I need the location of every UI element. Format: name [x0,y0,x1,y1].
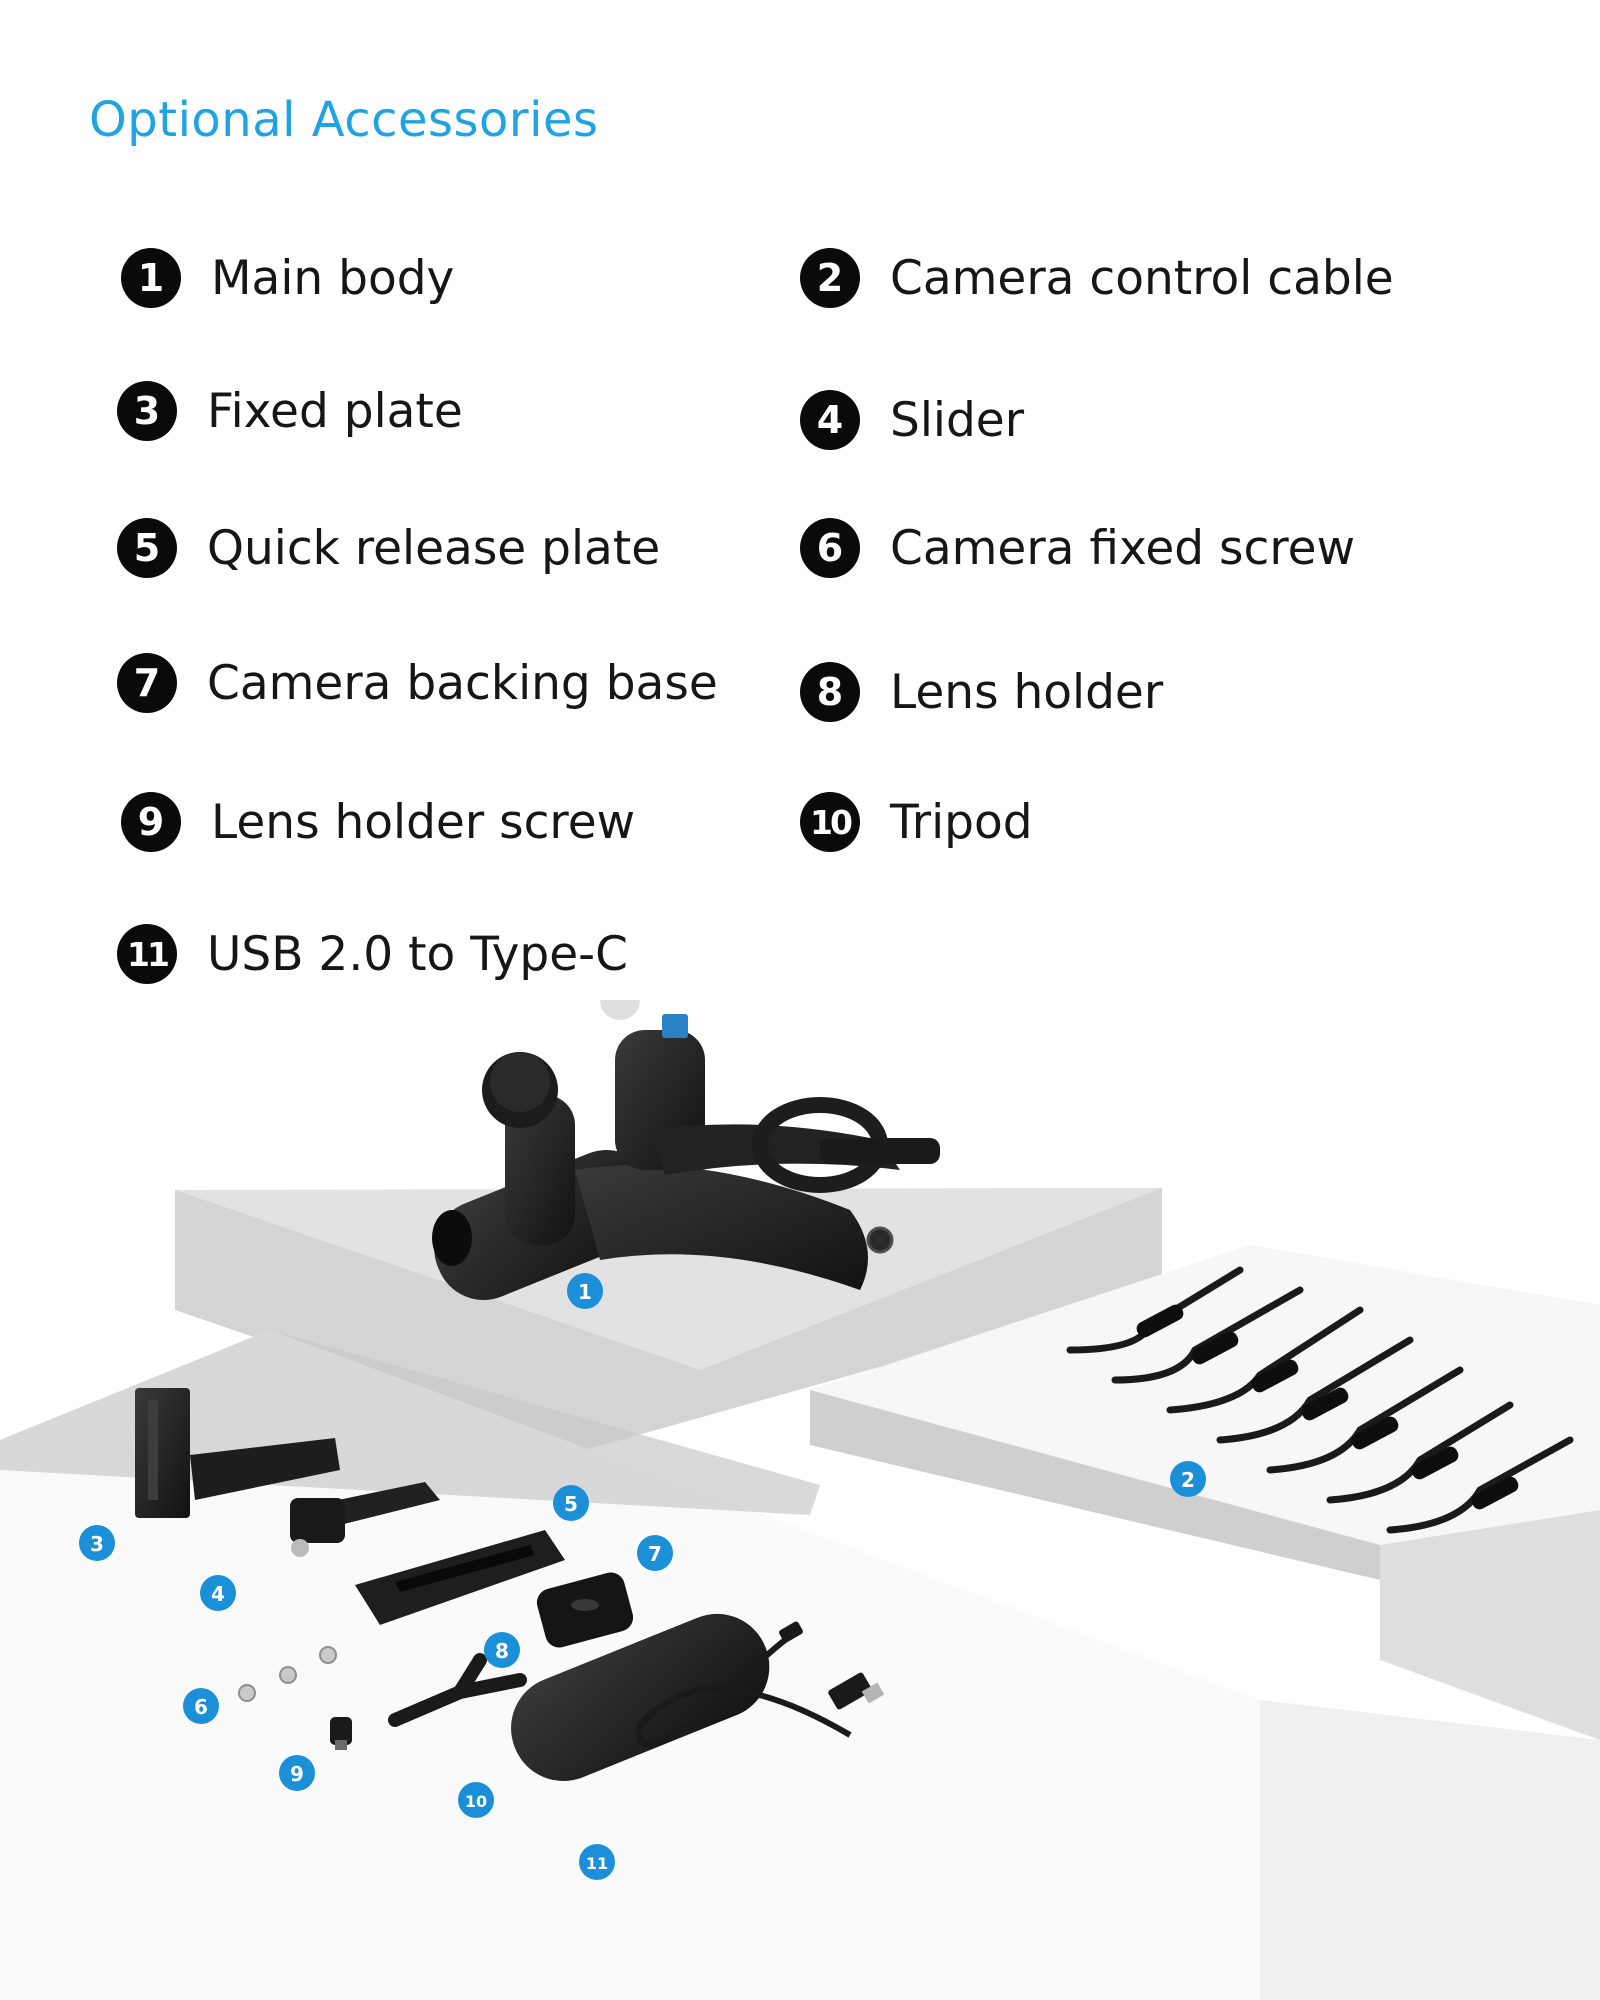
fixed-plate [135,1388,340,1518]
number-badge: 11 [117,924,177,984]
callout-10: 10 [458,1782,494,1818]
number-badge: 5 [117,518,177,578]
callout-labels: 1 2 3 4 5 6 7 8 9 10 11 [79,1273,1206,1880]
camera-fixed-screws [238,1646,337,1702]
number-badge: 1 [121,248,181,308]
svg-text:10: 10 [465,1792,487,1811]
product-scene-illustration: 1 2 3 4 5 6 7 8 9 10 11 [0,1000,1600,2000]
callout-1: 1 [567,1273,603,1309]
svg-text:7: 7 [648,1542,662,1566]
legend-label: Tripod [890,794,1033,850]
usb-cable [636,1621,885,1748]
number-badge: 7 [117,653,177,713]
slider [290,1482,440,1557]
svg-text:11: 11 [586,1854,608,1873]
legend-label: Camera control cable [890,250,1394,306]
callout-6: 6 [183,1688,219,1724]
callout-8: 8 [484,1632,520,1668]
legend-item-lens-holder: 8 Lens holder [800,662,1163,722]
legend-label: USB 2.0 to Type-C [207,926,628,982]
legend-item-camera-fixed-screw: 6 Camera fixed screw [800,518,1355,578]
page-title: Optional Accessories [89,92,599,148]
number-badge: 6 [800,518,860,578]
legend-item-camera-backing-base: 7 Camera backing base [117,653,718,713]
callout-11: 11 [579,1844,615,1880]
camera-backing-base [536,1572,634,1648]
svg-text:1: 1 [578,1280,592,1304]
lens-holder [388,1653,527,1727]
callout-3: 3 [79,1525,115,1561]
callout-4: 4 [200,1575,236,1611]
callout-9: 9 [279,1755,315,1791]
tripod [511,1613,770,1782]
svg-text:2: 2 [1181,1468,1195,1492]
legend-item-usb-cable: 11 USB 2.0 to Type-C [117,924,628,984]
legend-item-lens-holder-screw: 9 Lens holder screw [121,792,635,852]
callout-2: 2 [1170,1461,1206,1497]
number-badge: 9 [121,792,181,852]
svg-text:6: 6 [194,1695,208,1719]
svg-text:8: 8 [495,1639,509,1663]
callout-7: 7 [637,1535,673,1571]
legend-label: Camera fixed screw [890,520,1356,576]
cable-coils [1136,1304,1519,1510]
legend-item-tripod: 10 Tripod [800,792,1033,852]
number-badge: 10 [800,792,860,852]
legend-label: Lens holder screw [211,794,636,850]
legend-item-fixed-plate: 3 Fixed plate [117,381,463,441]
legend-item-main-body: 1 Main body [121,248,454,308]
legend-label: Quick release plate [207,520,661,576]
legend-label: Lens holder [890,664,1164,720]
svg-text:4: 4 [211,1582,225,1606]
svg-text:5: 5 [564,1492,578,1516]
gimbal-main-body [432,1000,940,1300]
number-badge: 3 [117,381,177,441]
callout-5: 5 [553,1485,589,1521]
legend-item-slider: 4 Slider [800,390,1024,450]
legend-label: Slider [890,392,1025,448]
svg-text:9: 9 [290,1762,304,1786]
number-badge: 4 [800,390,860,450]
legend-item-quick-release-plate: 5 Quick release plate [117,518,660,578]
number-badge: 8 [800,662,860,722]
lens-holder-screw [330,1717,352,1750]
legend-label: Camera backing base [207,655,718,711]
quick-release-plate [355,1530,565,1625]
svg-text:3: 3 [90,1532,104,1556]
number-badge: 2 [800,248,860,308]
legend-label: Main body [211,250,455,306]
legend-item-camera-control-cable: 2 Camera control cable [800,248,1394,308]
legend-label: Fixed plate [207,383,463,439]
